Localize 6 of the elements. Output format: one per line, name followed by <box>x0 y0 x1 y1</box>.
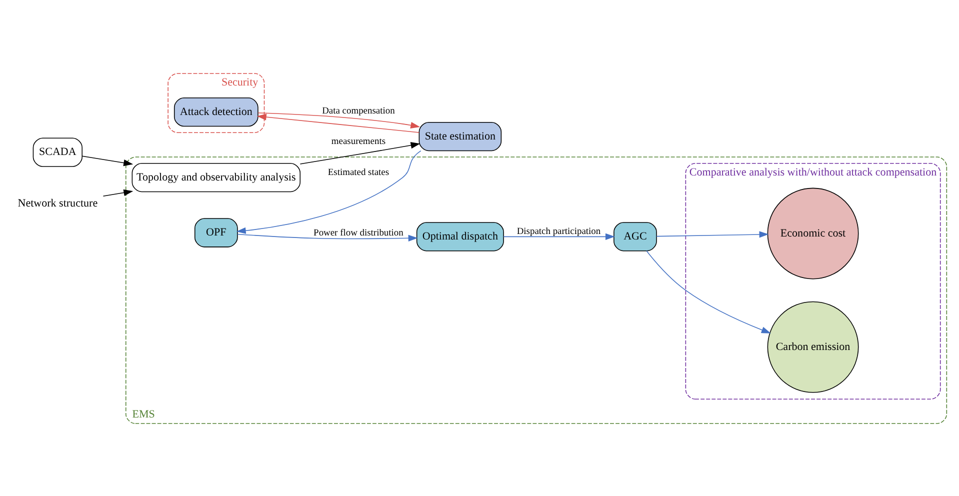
edge-label: Dispatch participation <box>516 226 601 236</box>
node-text: Network structure <box>18 196 98 209</box>
edge-label: Data compensation <box>322 106 395 116</box>
edge-label: Estimated states <box>328 167 390 178</box>
edge-label: measurements <box>331 136 386 147</box>
edge-label: Power flow distribution <box>314 228 404 238</box>
